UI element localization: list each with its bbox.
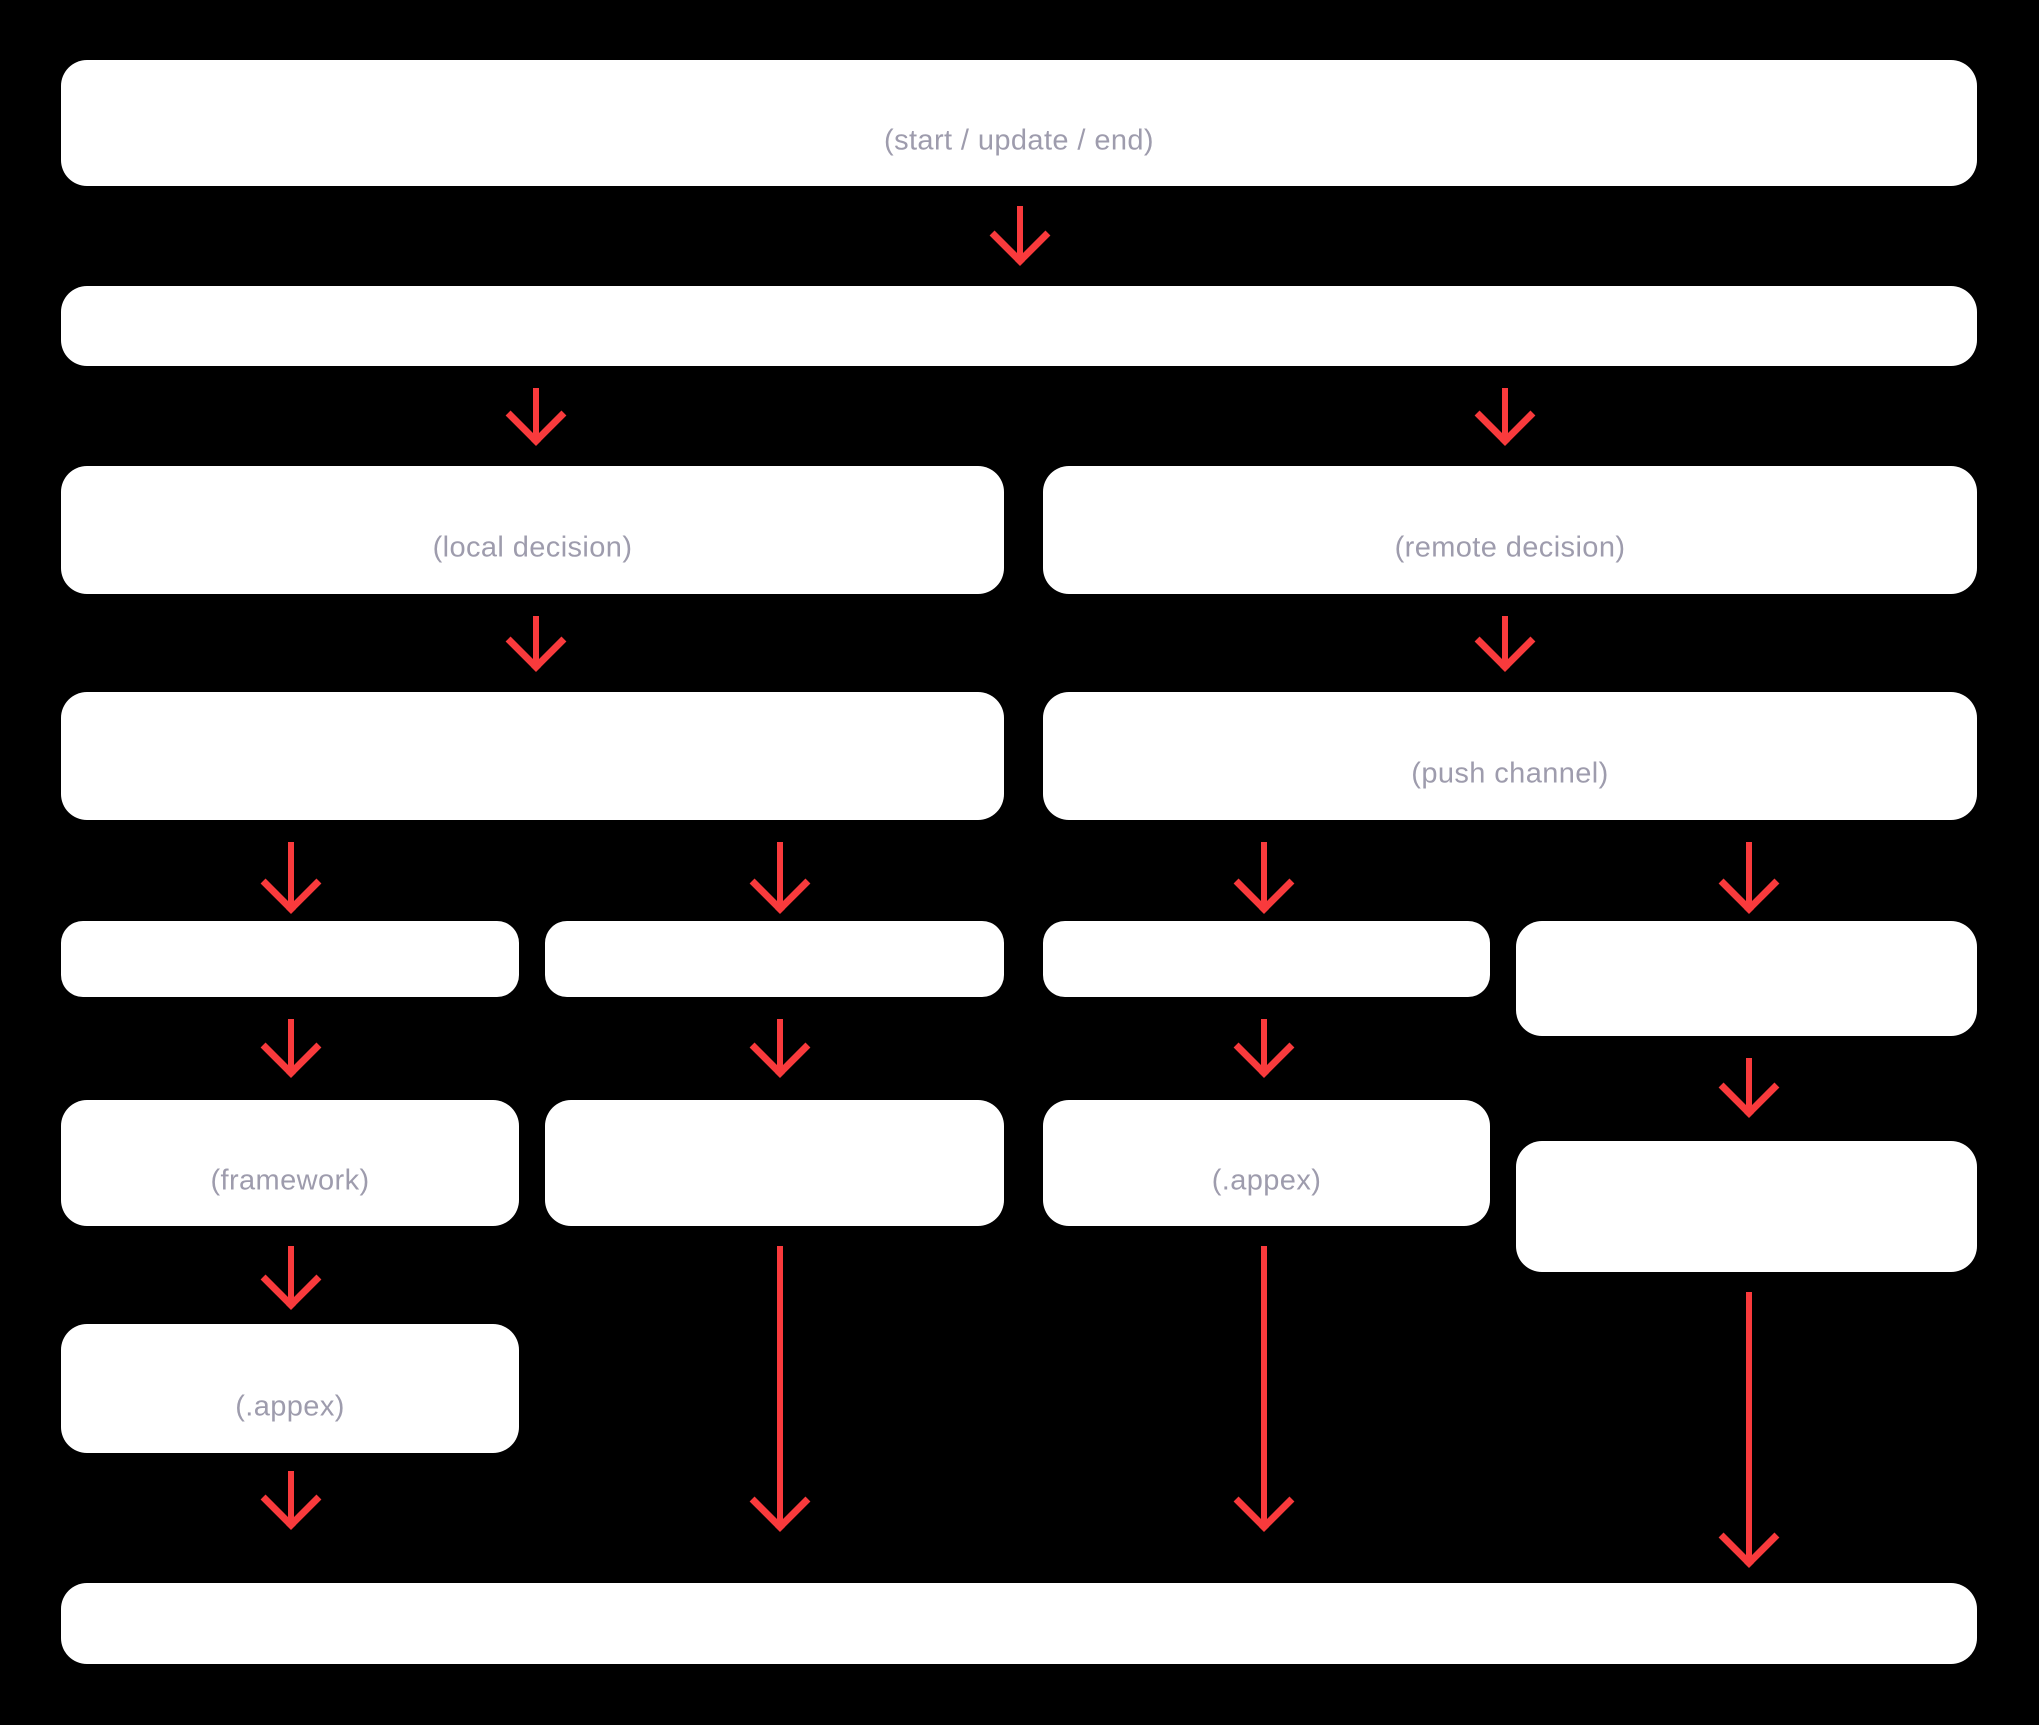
flow-node-row4-left [61, 692, 1004, 820]
arrow-row4-to-col1-icon [259, 842, 323, 914]
arrow-col3-row5-to-row6-icon [1232, 1019, 1296, 1078]
flow-node-push-channel: (push channel) [1043, 692, 1977, 820]
flow-node-remote-decision: (remote decision) [1043, 466, 1977, 594]
node-subtitle-local-decision: (local decision) [432, 531, 633, 564]
flow-node-row2 [61, 286, 1977, 366]
arrow-row4-to-col3-icon [1232, 842, 1296, 914]
arrow-col4-row5-to-row6-icon [1717, 1058, 1781, 1118]
arrow-col4-to-bottom-icon [1717, 1292, 1781, 1568]
flow-node-row5-col4 [1516, 921, 1977, 1036]
flow-node-bottom [61, 1583, 1977, 1664]
arrow-row4-to-col4-icon [1717, 842, 1781, 914]
arrow-remote-to-push-icon [1473, 616, 1537, 672]
arrow-col2-row5-to-row6-icon [748, 1019, 812, 1078]
arrow-col1-row5-to-row6-icon [259, 1019, 323, 1078]
arrow-framework-to-appex-icon [259, 1246, 323, 1310]
arrow-row4-to-col2-icon [748, 842, 812, 914]
flow-node-framework: (framework) [61, 1100, 519, 1226]
arrow-col2-to-bottom-icon [748, 1246, 812, 1532]
arrow-row2-to-remote-icon [1473, 388, 1537, 446]
flow-node-lifecycle: (start / update / end) [61, 60, 1977, 186]
flow-node-row6-col2 [545, 1100, 1004, 1226]
node-subtitle-framework: (framework) [210, 1164, 370, 1197]
node-subtitle-push-channel: (push channel) [1411, 757, 1609, 790]
node-subtitle-lifecycle: (start / update / end) [884, 124, 1154, 157]
flow-node-row5-col3 [1043, 921, 1490, 997]
node-subtitle-appex-local: (.appex) [235, 1390, 345, 1423]
flow-node-appex-remote: (.appex) [1043, 1100, 1490, 1226]
arrow-lifecycle-to-row2-icon [988, 206, 1052, 266]
flow-node-row5-col2 [545, 921, 1004, 997]
arrow-row2-to-local-icon [504, 388, 568, 446]
flow-node-row5-col1 [61, 921, 519, 997]
flow-node-appex-local: (.appex) [61, 1324, 519, 1453]
arrow-local-to-row4-icon [504, 616, 568, 672]
node-subtitle-appex-remote: (.appex) [1211, 1164, 1322, 1197]
arrow-appex-to-bottom-icon [259, 1471, 323, 1530]
flow-node-local-decision: (local decision) [61, 466, 1004, 594]
flow-node-row6-col4 [1516, 1141, 1977, 1272]
node-subtitle-remote-decision: (remote decision) [1394, 531, 1626, 564]
arrow-col3-to-bottom-icon [1232, 1246, 1296, 1532]
